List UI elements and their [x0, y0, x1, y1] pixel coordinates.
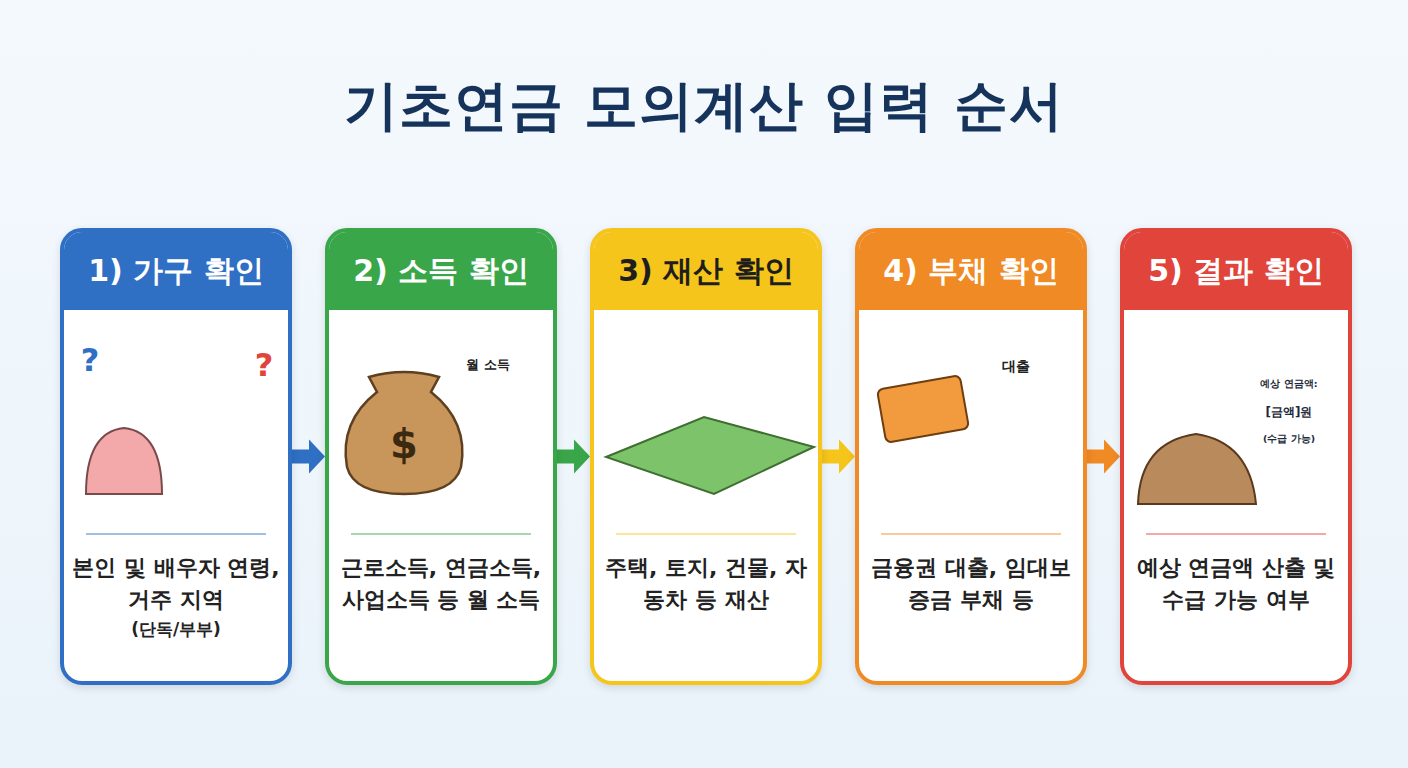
step-header: 4) 부채 확인 [859, 232, 1083, 310]
flow-arrow [1087, 440, 1120, 474]
step-note: (단독/부부) [72, 618, 280, 642]
step-body: 예상 연금액 산출 및 수급 가능 여부 [1132, 552, 1340, 616]
step-description: 금융권 대출, 임대보증금 부채 등 [867, 552, 1075, 616]
step-body: 주택, 토지, 건물, 자동차 등 재산 [602, 552, 810, 616]
illustration-label: ? [81, 344, 100, 376]
step-header: 5) 결과 확인 [1124, 232, 1348, 310]
flow-arrow [292, 440, 325, 474]
flow-arrow [822, 440, 855, 474]
step-description: 예상 연금액 산출 및 수급 가능 여부 [1132, 552, 1340, 616]
illustration-label: 대출 [1002, 359, 1030, 373]
illustration-label: (수급 가능) [1263, 434, 1315, 444]
illustration-label: ? [255, 349, 274, 381]
step-card: 3) 재산 확인주택, 토지, 건물, 자동차 등 재산 [590, 228, 822, 685]
step-body: 금융권 대출, 임대보증금 부채 등 [867, 552, 1075, 616]
step-header: 1) 가구 확인 [64, 232, 288, 310]
illustration-label: $ [390, 424, 418, 464]
step-description: 주택, 토지, 건물, 자동차 등 재산 [602, 552, 810, 616]
step-header: 2) 소득 확인 [329, 232, 553, 310]
illustration-label: 예상 연금액: [1260, 379, 1317, 389]
diagram-title: 기초연금 모의계산 입력 순서 [0, 70, 1408, 143]
illustration-label: [금액]원 [1266, 406, 1313, 418]
step-description: 근로소득, 연금소득, 사업소득 등 월 소득 [337, 552, 545, 616]
step-header: 3) 재산 확인 [594, 232, 818, 310]
step-card: 1) 가구 확인본인 및 배우자 연령, 거주 지역(단독/부부)?? [60, 228, 292, 685]
step-card: 5) 결과 확인예상 연금액 산출 및 수급 가능 여부 예상 연금액: [금액]원… [1120, 228, 1352, 685]
flow-arrow [557, 440, 590, 474]
step-body: 본인 및 배우자 연령, 거주 지역(단독/부부) [72, 552, 280, 642]
step-card: 4) 부채 확인금융권 대출, 임대보증금 부채 등 대출 [855, 228, 1087, 685]
step-body: 근로소득, 연금소득, 사업소득 등 월 소득 [337, 552, 545, 616]
illustration-label: 월 소득 [466, 358, 510, 371]
step-description: 본인 및 배우자 연령, 거주 지역 [72, 552, 280, 616]
step-card: 2) 소득 확인근로소득, 연금소득, 사업소득 등 월 소득 $ 월 소득 [325, 228, 557, 685]
